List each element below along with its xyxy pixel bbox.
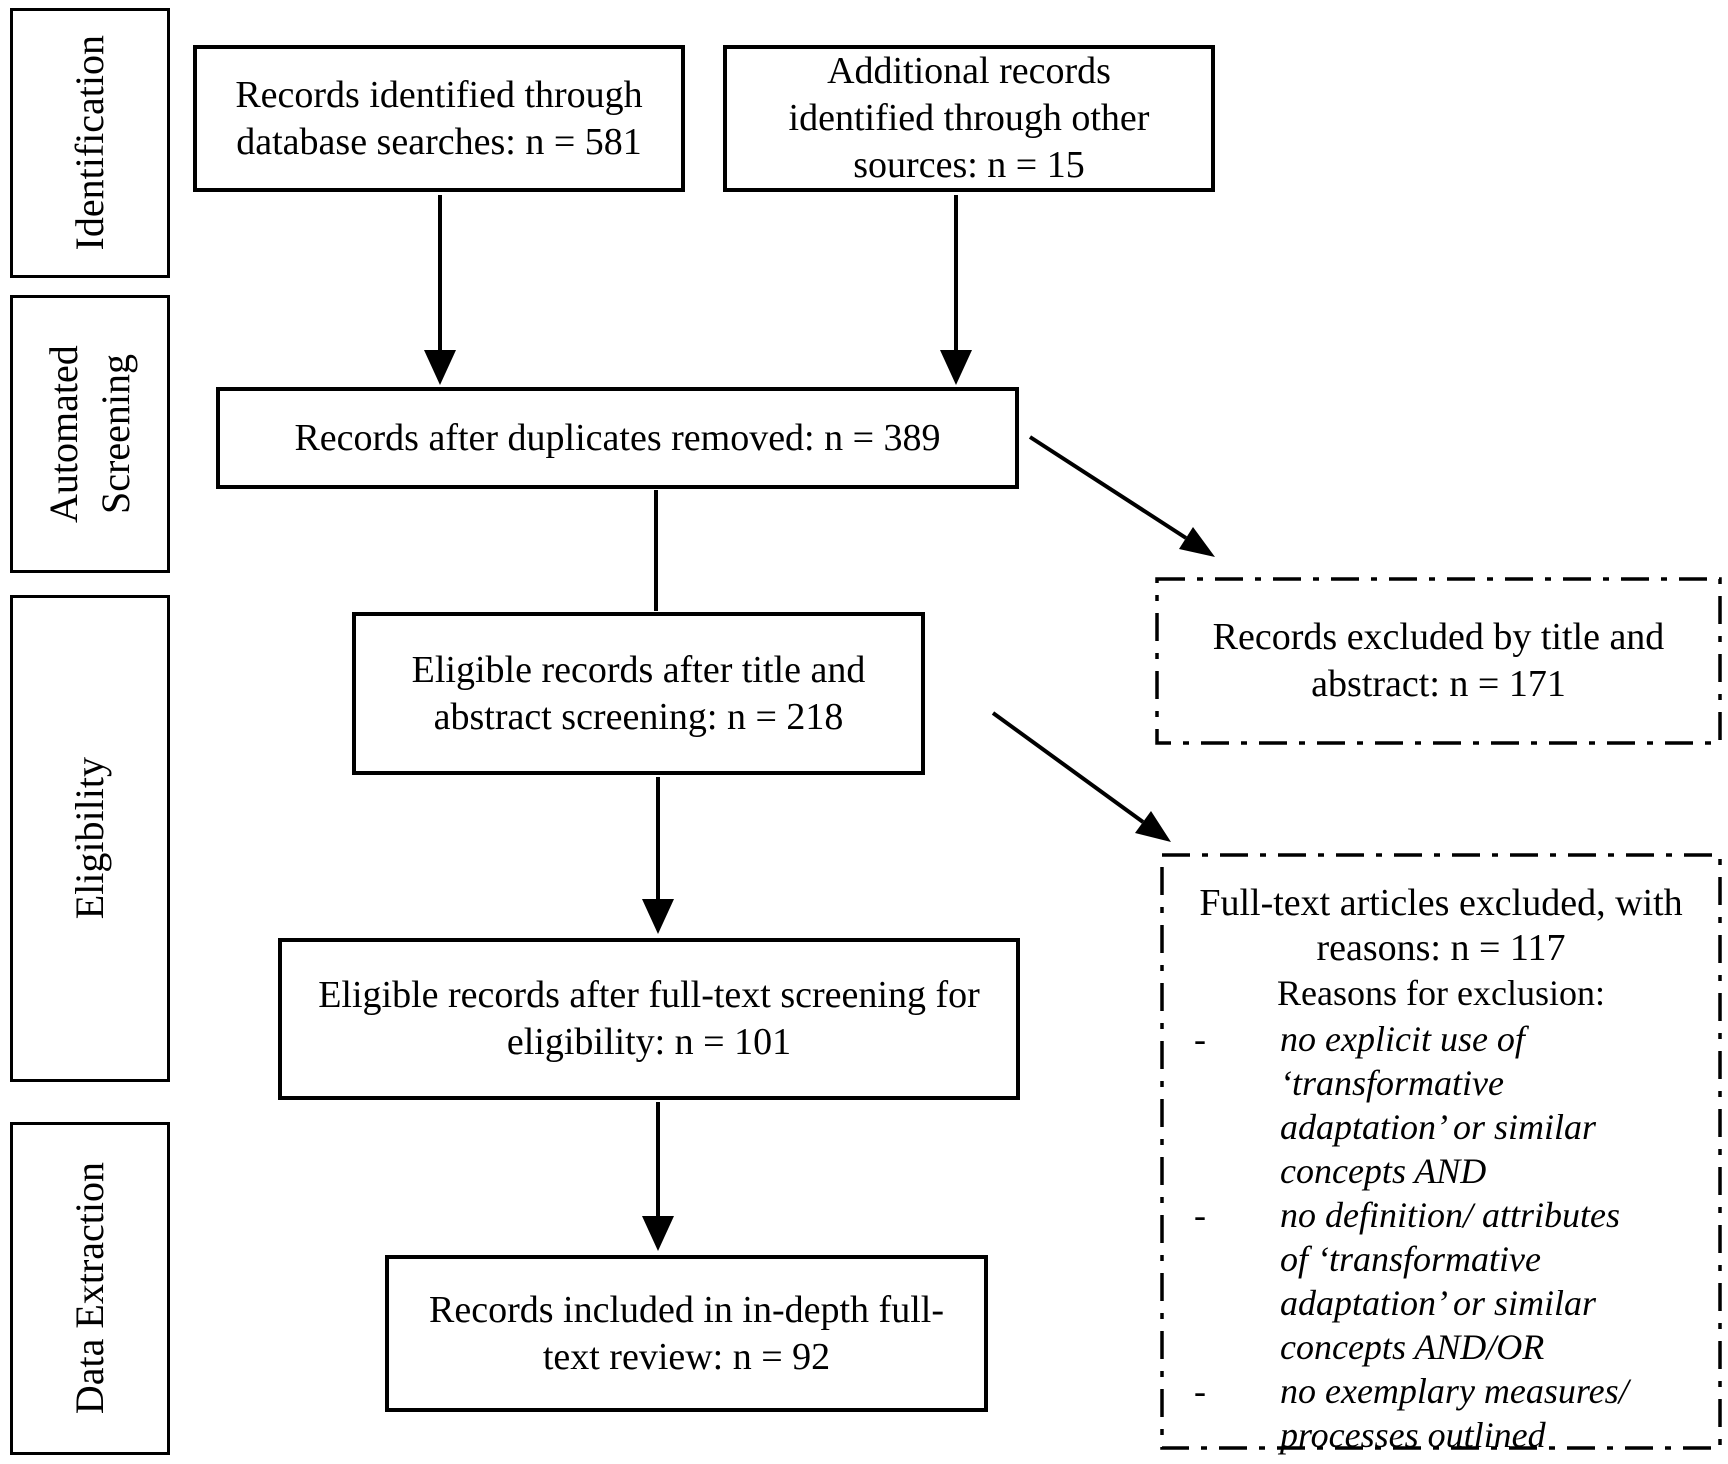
box-records-identified-database-text: Records identified through database sear…: [235, 73, 643, 163]
box-excluded-fulltext-title: Full-text articles excluded, with reason…: [1199, 882, 1683, 969]
box-excluded-fulltext-subtitle: Reasons for exclusion:: [1277, 973, 1605, 1013]
box-records-after-duplicates-text: Records after duplicates removed: n = 38…: [294, 416, 941, 459]
exclusion-reason-item: - no explicit use of ‘transformative ada…: [1162, 1017, 1720, 1193]
box-eligible-after-title-abstract-text: Eligible records after title and abstrac…: [411, 648, 866, 738]
box-records-included-text: Records included in in-depth full-text r…: [429, 1288, 944, 1378]
arrow-title-screening-to-fulltext: [642, 777, 674, 934]
stage-label-identification: Identification: [10, 8, 170, 278]
arrow-identified-to-duplicates: [424, 195, 456, 385]
box-eligible-after-title-abstract: Eligible records after title and abstrac…: [352, 612, 925, 775]
stage-label-data-extraction-text: Data Extraction: [67, 1162, 112, 1415]
box-records-identified-database: Records identified through database sear…: [193, 45, 685, 192]
stage-label-eligibility-text: Eligibility: [67, 757, 112, 920]
bullet-dash: -: [1194, 1371, 1206, 1411]
box-eligible-after-fulltext-text: Eligible records after full-text screeni…: [318, 974, 980, 1063]
box-records-after-duplicates: Records after duplicates removed: n = 38…: [216, 387, 1019, 489]
stage-label-identification-text: Identification: [67, 35, 112, 251]
exclusion-reason-text: no explicit use of ‘transformative adapt…: [1280, 1019, 1597, 1191]
box-excluded-fulltext: Full-text articles excluded, with reason…: [1162, 855, 1720, 1455]
arrow-fulltext-to-included: [642, 1102, 674, 1251]
box-records-included: Records included in in-depth full-text r…: [385, 1255, 988, 1412]
bullet-dash: -: [1194, 1019, 1206, 1059]
arrow-duplicates-to-excluded-title: [1028, 435, 1215, 557]
exclusion-reason-text: no definition/ attributes of ‘transforma…: [1280, 1195, 1620, 1367]
box-additional-records-other-sources-text: Additional records identified through ot…: [788, 50, 1150, 186]
box-eligible-after-fulltext: Eligible records after full-text screeni…: [278, 938, 1020, 1100]
arrow-additional-to-duplicates: [940, 195, 972, 385]
stage-label-eligibility: Eligibility: [10, 595, 170, 1082]
bullet-dash: -: [1194, 1195, 1206, 1235]
exclusion-reason-item: - no exemplary measures/ processes outli…: [1162, 1369, 1720, 1457]
box-excluded-title-abstract: Records excluded by title and abstract: …: [1157, 579, 1720, 743]
exclusion-reason-item: - no definition/ attributes of ‘transfor…: [1162, 1193, 1720, 1369]
exclusion-reason-text: no exemplary measures/ processes outline…: [1280, 1371, 1629, 1455]
arrow-title-screening-to-excluded-fulltext: [991, 711, 1171, 842]
box-excluded-title-abstract-text: Records excluded by title and abstract: …: [1212, 616, 1665, 705]
stage-label-data-extraction: Data Extraction: [10, 1122, 170, 1455]
exclusion-reasons-list: - no explicit use of ‘transformative ada…: [1162, 1017, 1720, 1457]
box-additional-records-other-sources: Additional records identified through ot…: [723, 45, 1215, 192]
stage-label-automated-screening: Automated Screening: [10, 295, 170, 573]
stage-label-automated-screening-text: Automated Screening: [41, 345, 138, 523]
